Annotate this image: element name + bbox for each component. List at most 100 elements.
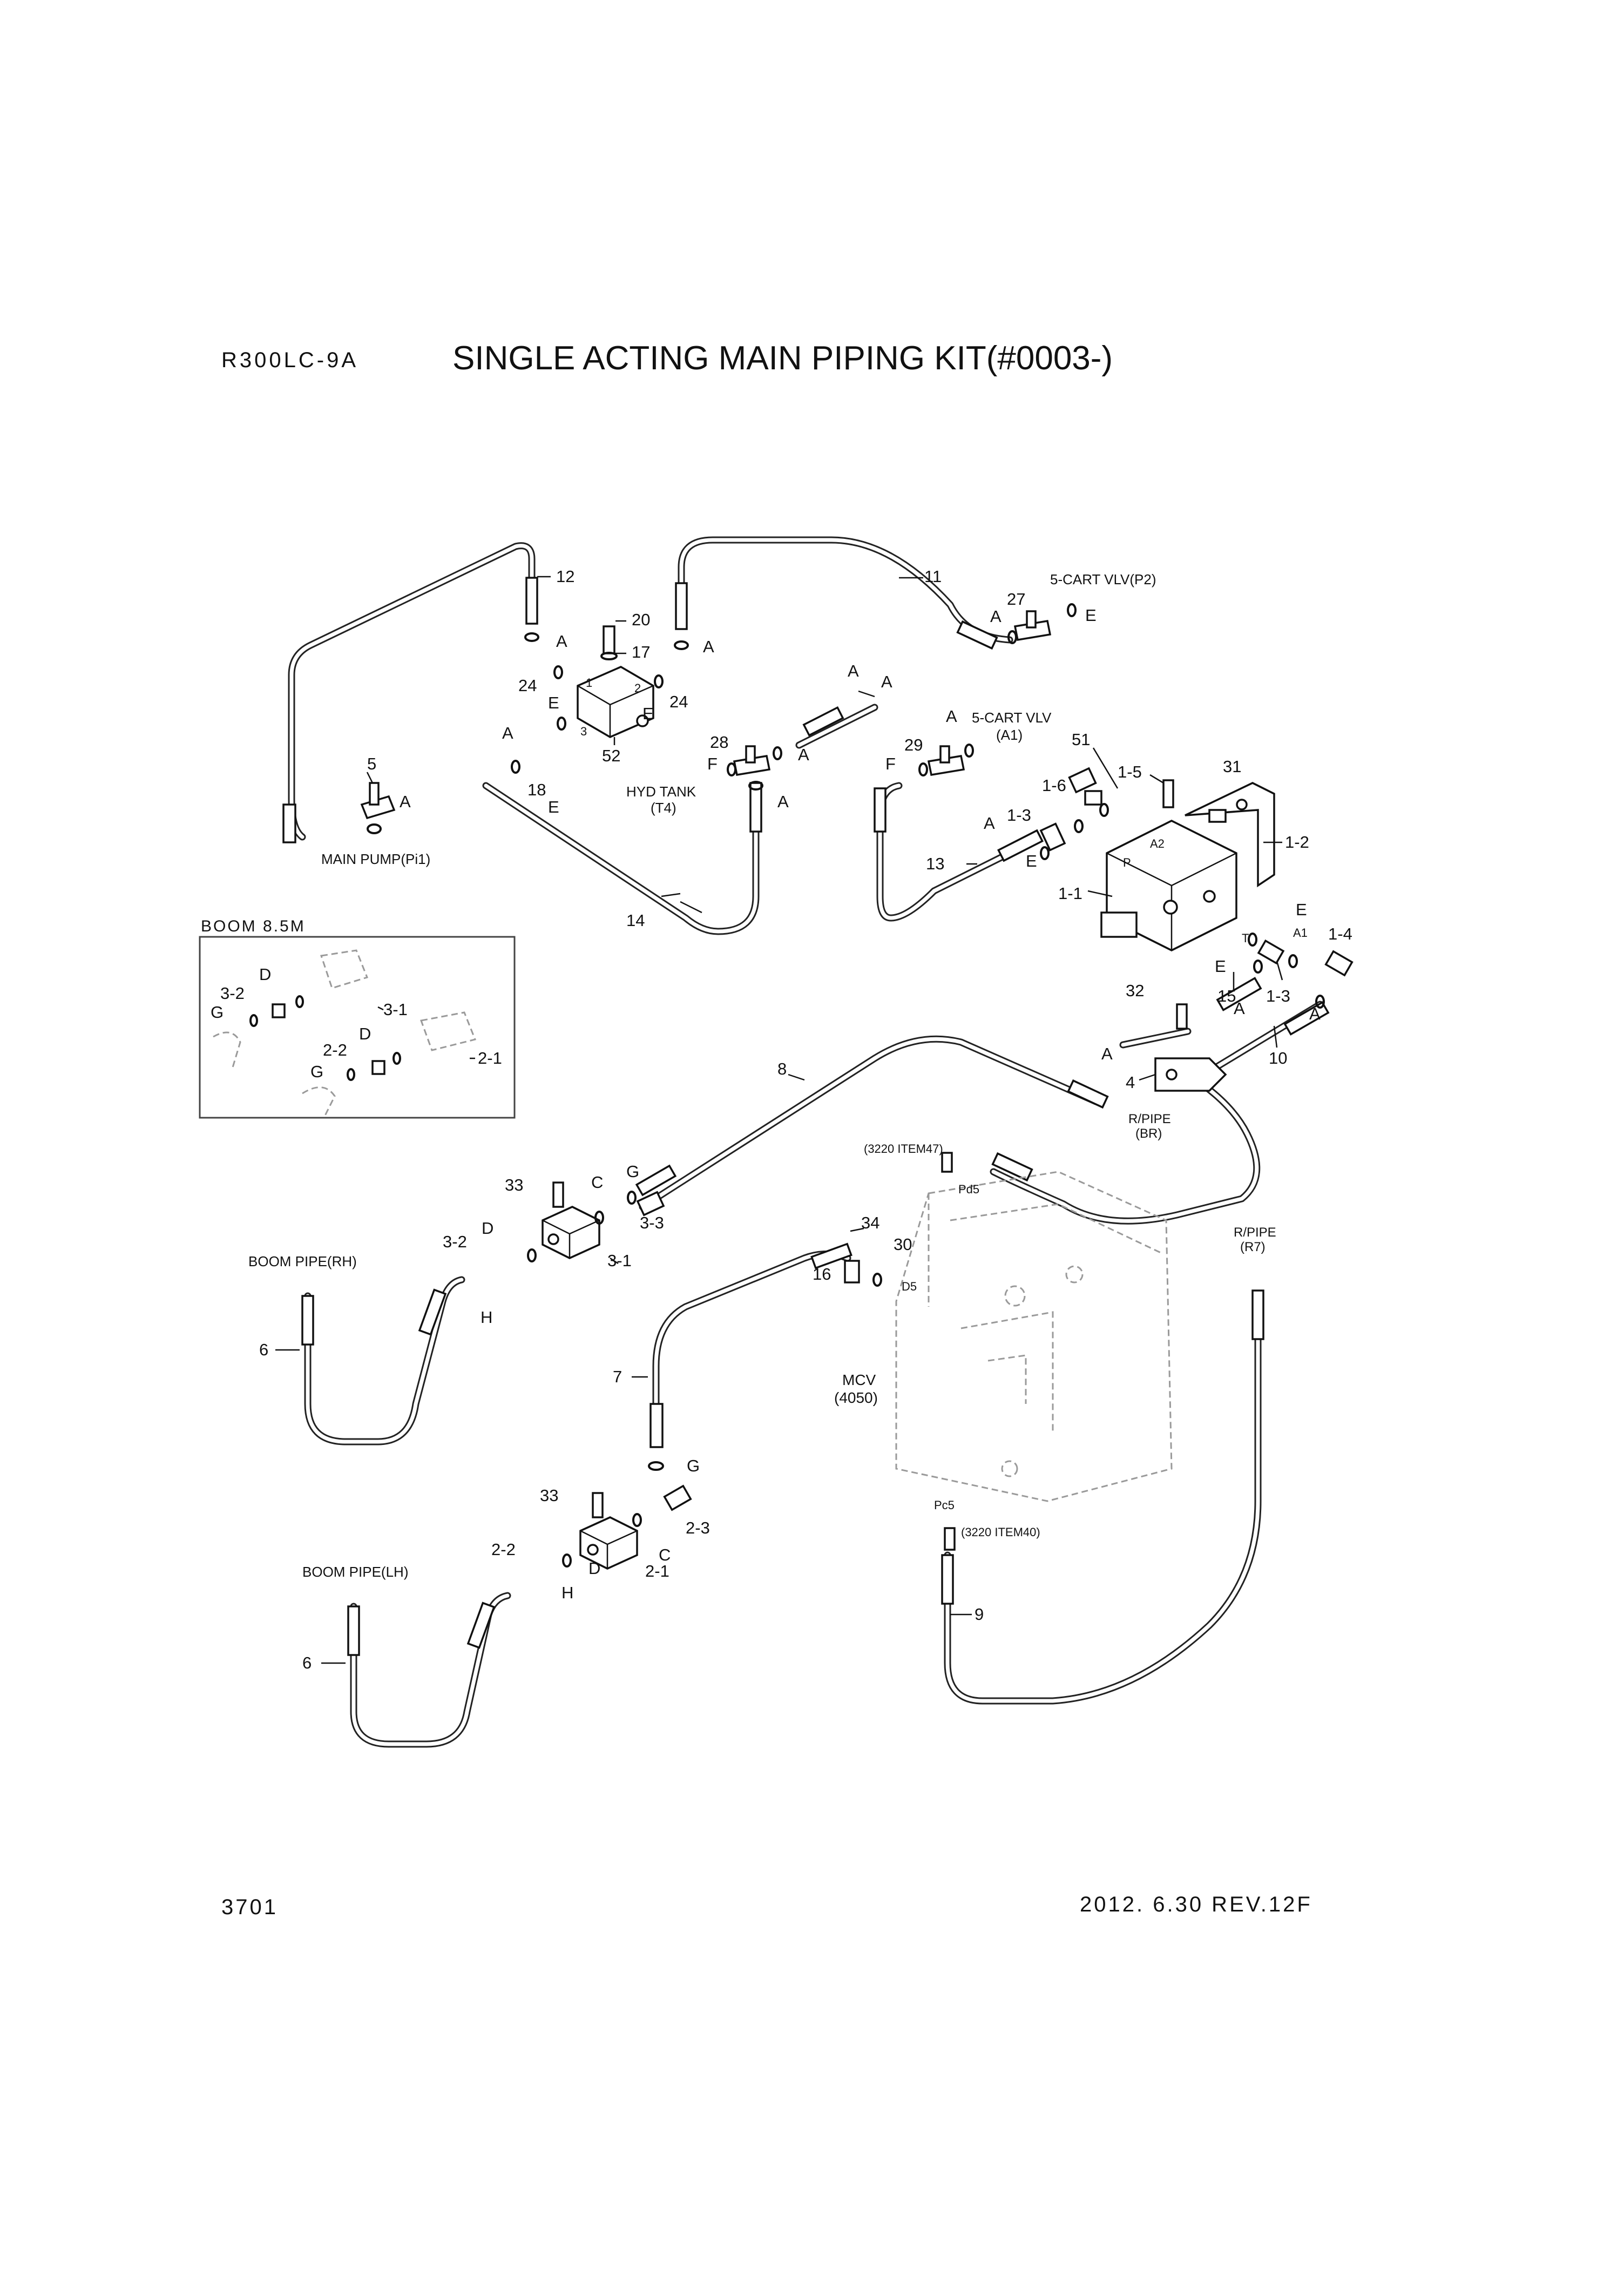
letter-a: A — [777, 792, 789, 811]
callout-14: 14 — [626, 911, 645, 930]
callout-1-3-bottom: 1-3 — [1266, 987, 1290, 1005]
letter-a: A — [848, 661, 859, 680]
letter-h: H — [561, 1583, 573, 1602]
letter-g: G — [211, 1003, 224, 1022]
letter-d: D — [259, 965, 271, 984]
letter-a: A — [502, 724, 513, 742]
callout-3-1: 3-1 — [607, 1251, 632, 1270]
letter-e: E — [548, 693, 559, 712]
letter-c: C — [659, 1545, 671, 1564]
callout-18: 18 — [527, 780, 546, 799]
inset-title: BOOM 8.5M — [201, 917, 306, 935]
callout-24-right: 24 — [669, 692, 688, 711]
letter-a: A — [984, 814, 995, 833]
inset-callout-3-1: 3-1 — [383, 1000, 408, 1019]
ref-boom-pipe-lh: BOOM PIPE(LH) — [302, 1564, 408, 1580]
callout-33-lower: 33 — [540, 1486, 558, 1505]
ref-5-cart-vlv-p2: 5-CART VLV(P2) — [1050, 571, 1156, 587]
callout-10: 10 — [1269, 1049, 1287, 1068]
callout-1-6: 1-6 — [1042, 776, 1066, 795]
port-pc5: Pc5 — [934, 1498, 955, 1512]
callout-9: 9 — [975, 1605, 984, 1624]
callout-1-3-top: 1-3 — [1007, 806, 1031, 825]
ref-hyd-tank-port: (T4) — [651, 800, 676, 816]
letter-h: H — [481, 1308, 492, 1327]
letter-g: G — [310, 1062, 323, 1081]
ref-3220-item47: (3220 ITEM47) — [864, 1142, 943, 1156]
callout-31: 31 — [1223, 757, 1241, 776]
letter-c: C — [591, 1173, 603, 1192]
callout-32: 32 — [1126, 981, 1144, 1000]
ref-5-cart-vlv-a1: (A1) — [996, 727, 1023, 743]
ref-r-pipe-r7-port: (R7) — [1240, 1240, 1266, 1254]
letter-e: E — [1085, 606, 1097, 625]
letter-a: A — [798, 745, 809, 764]
port-a2: A2 — [1150, 837, 1165, 850]
inset-callout-2-2: 2-2 — [323, 1041, 347, 1059]
letter-d: D — [588, 1559, 600, 1578]
callout-labels: 12 11 20 17 24 24 27 5 18 52 28 29 51 1-… — [220, 567, 1352, 1672]
ref-5-cart-vlv: 5-CART VLV — [972, 710, 1052, 726]
port-p: P — [1123, 856, 1131, 869]
port-a1: A1 — [1293, 926, 1308, 940]
page-number: 3701 — [221, 1895, 278, 1919]
callout-2-1: 2-1 — [645, 1562, 669, 1580]
callout-6-upper: 6 — [259, 1340, 268, 1359]
ref-3220-item40: (3220 ITEM40) — [961, 1525, 1040, 1539]
port-letters: A A A A A A A A A A A A A A E E E E E E … — [211, 606, 1321, 1602]
letter-e: E — [1026, 852, 1037, 870]
port-d5: D5 — [902, 1280, 917, 1293]
revision-date: 2012. 6.30 REV.12F — [1080, 1893, 1312, 1916]
callout-30: 30 — [894, 1235, 912, 1254]
callout-7: 7 — [613, 1367, 622, 1386]
inset-callout-2-1: 2-1 — [478, 1049, 502, 1068]
letter-d: D — [359, 1024, 371, 1043]
mcv-ghost — [895, 1171, 1173, 1502]
callout-1-4: 1-4 — [1328, 924, 1352, 943]
letter-g: G — [626, 1162, 639, 1181]
letter-f: F — [707, 754, 718, 773]
reference-labels: 5-CART VLV(P2) 5-CART VLV (A1) HYD TANK … — [201, 571, 1308, 1580]
letter-a: A — [946, 707, 957, 726]
callout-3-3: 3-3 — [640, 1213, 664, 1232]
components — [360, 610, 1354, 1570]
ref-mcv-number: (4050) — [834, 1389, 878, 1406]
letter-a: A — [881, 672, 892, 691]
block-port-2: 2 — [634, 681, 641, 695]
letter-e: E — [642, 704, 654, 723]
callout-6-lower: 6 — [302, 1653, 312, 1672]
ref-main-pump: MAIN PUMP(Pi1) — [321, 851, 430, 867]
callout-8: 8 — [777, 1059, 787, 1078]
callout-29: 29 — [904, 735, 923, 754]
port-t: T — [1242, 931, 1249, 945]
inset-callout-3-2: 3-2 — [220, 984, 245, 1003]
callout-51: 51 — [1072, 730, 1090, 749]
letter-a: A — [1101, 1044, 1113, 1063]
callout-20: 20 — [632, 610, 650, 629]
callout-3-2: 3-2 — [443, 1232, 467, 1251]
callout-16: 16 — [813, 1265, 831, 1284]
hose-fittings — [282, 577, 1330, 1656]
letter-a: A — [990, 607, 1002, 626]
letter-a: A — [1234, 999, 1245, 1018]
letter-g: G — [687, 1456, 700, 1475]
callout-4: 4 — [1126, 1073, 1135, 1092]
ref-hyd-tank: HYD TANK — [626, 783, 696, 800]
callout-28: 28 — [710, 733, 728, 752]
callout-1-1: 1-1 — [1058, 884, 1082, 903]
ref-r-pipe-br: R/PIPE — [1128, 1112, 1171, 1126]
letter-a: A — [703, 637, 714, 656]
letter-a: A — [556, 632, 567, 651]
ref-mcv: MCV — [842, 1372, 876, 1388]
callout-24-left: 24 — [518, 676, 537, 695]
model-code: R300LC-9A — [221, 348, 359, 372]
callout-52: 52 — [602, 746, 620, 765]
hoses — [288, 536, 1324, 1748]
letter-a: A — [400, 792, 411, 811]
letter-d: D — [482, 1219, 493, 1238]
callout-1-5: 1-5 — [1118, 762, 1142, 781]
callout-34: 34 — [861, 1213, 879, 1232]
callout-2-2: 2-2 — [491, 1540, 516, 1559]
callout-27: 27 — [1007, 590, 1025, 609]
